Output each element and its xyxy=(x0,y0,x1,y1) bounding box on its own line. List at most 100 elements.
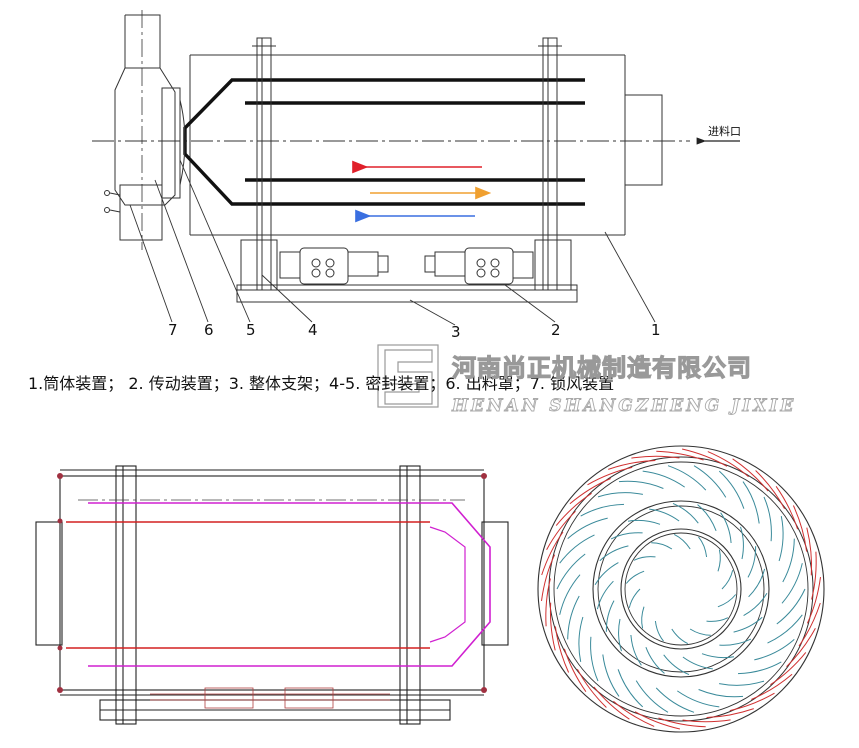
outer-vane xyxy=(567,595,580,640)
drive-unit-left xyxy=(279,247,389,285)
rim-vane xyxy=(706,708,754,718)
part-label-6: 6 xyxy=(204,321,214,339)
top-assembly-drawing xyxy=(92,10,740,326)
outer-vane xyxy=(719,680,765,686)
middle-vane xyxy=(599,545,629,562)
part-label-4: 4 xyxy=(308,321,318,339)
outer-vane xyxy=(781,563,803,604)
rim-vane xyxy=(775,486,799,530)
feed-inlet-label: 进料口 xyxy=(708,124,741,138)
middle-vane xyxy=(740,526,744,560)
outer-vane xyxy=(767,614,803,644)
rim-vane xyxy=(593,686,630,720)
rim-vane xyxy=(707,451,749,478)
inner-vane xyxy=(706,617,729,622)
middle-vane xyxy=(596,580,614,610)
outer-vane xyxy=(618,480,664,489)
middle-vane xyxy=(720,512,732,544)
rim-vane xyxy=(798,602,821,647)
part-label-3: 3 xyxy=(451,323,461,341)
rim-vane xyxy=(792,505,808,552)
outer-vane xyxy=(567,517,608,539)
rim-vane xyxy=(656,450,704,461)
middle-vane xyxy=(697,504,717,531)
company-logo-watermark xyxy=(377,344,439,408)
inner-vane xyxy=(625,570,645,584)
middle-vane xyxy=(627,519,661,525)
rim-vane xyxy=(786,628,816,668)
leader-lines xyxy=(129,159,656,326)
rim-vane xyxy=(545,578,551,627)
part-label-1: 1 xyxy=(651,321,661,339)
outer-vane xyxy=(742,481,760,524)
middle-vane xyxy=(682,656,713,670)
inner-vane xyxy=(654,620,664,642)
outer-vane xyxy=(778,516,784,562)
inner-vane xyxy=(689,628,711,636)
outer-vane xyxy=(602,654,620,697)
rim-vane xyxy=(755,470,786,510)
middle-vane xyxy=(748,568,766,598)
part-number-labels: 1 2 3 4 5 6 7 xyxy=(168,321,661,341)
middle-vane xyxy=(701,653,735,659)
middle-vane xyxy=(672,502,699,524)
base-frame xyxy=(236,239,578,303)
inner-vane xyxy=(721,570,734,590)
outer-vane xyxy=(556,553,586,590)
rim-vane xyxy=(634,711,681,730)
outer-vane xyxy=(590,636,599,682)
outer-vane xyxy=(642,470,685,488)
outer-vane xyxy=(782,538,795,583)
outer-vane xyxy=(635,680,669,713)
outer-vane xyxy=(559,534,595,564)
inner-vane xyxy=(673,533,691,550)
middle-vane xyxy=(747,546,757,578)
rim-vane xyxy=(631,455,680,459)
middle-vane xyxy=(733,616,763,633)
rim-vane xyxy=(658,717,706,728)
drive-unit-right xyxy=(424,247,534,285)
outer-vane xyxy=(763,496,772,542)
rim-vane xyxy=(682,719,731,723)
rim-vane xyxy=(608,460,656,470)
middle-vane xyxy=(645,647,665,674)
middle-vane xyxy=(594,562,619,585)
rim-vane xyxy=(681,448,728,467)
outer-vane xyxy=(718,470,745,509)
middle-vane xyxy=(610,532,643,540)
rim-vane xyxy=(569,478,611,505)
outer-vane xyxy=(737,661,782,675)
outer-vane xyxy=(655,687,695,713)
outer-vane xyxy=(597,492,643,498)
rim-vane xyxy=(563,648,587,692)
rim-vane xyxy=(806,577,821,624)
part-label-7: 7 xyxy=(168,321,178,339)
rim-vane xyxy=(732,458,769,492)
outer-vane xyxy=(754,639,795,661)
outer-vane xyxy=(617,669,644,708)
rim-vane xyxy=(751,673,793,700)
rim-vane xyxy=(729,692,775,712)
rim-vane xyxy=(549,602,556,651)
discharge-hood xyxy=(104,14,186,241)
inner-vane xyxy=(671,628,689,645)
middle-vane xyxy=(630,634,642,666)
cylinder-shell xyxy=(189,54,663,236)
part-label-2: 2 xyxy=(551,321,561,339)
rim-vane xyxy=(541,531,564,576)
lifting-vanes xyxy=(541,448,821,730)
figure-caption: 1.筒体装置； 2. 传动装置；3. 整体支架；4-5. 密封装置；6. 出料罩… xyxy=(28,374,614,393)
outer-vane xyxy=(559,574,581,615)
part-label-5: 5 xyxy=(246,321,256,339)
side-view-pipes xyxy=(66,502,491,667)
side-view-drawing xyxy=(35,465,509,725)
middle-vane xyxy=(719,638,752,646)
inner-vane xyxy=(717,549,721,572)
outer-vane xyxy=(578,616,584,662)
watermark-company-cn: 河南尚正机械制造有限公司 xyxy=(452,354,752,382)
rim-vane xyxy=(613,700,655,727)
middle-vane xyxy=(605,600,615,632)
outer-vane xyxy=(698,689,744,698)
inner-vane xyxy=(698,536,708,558)
